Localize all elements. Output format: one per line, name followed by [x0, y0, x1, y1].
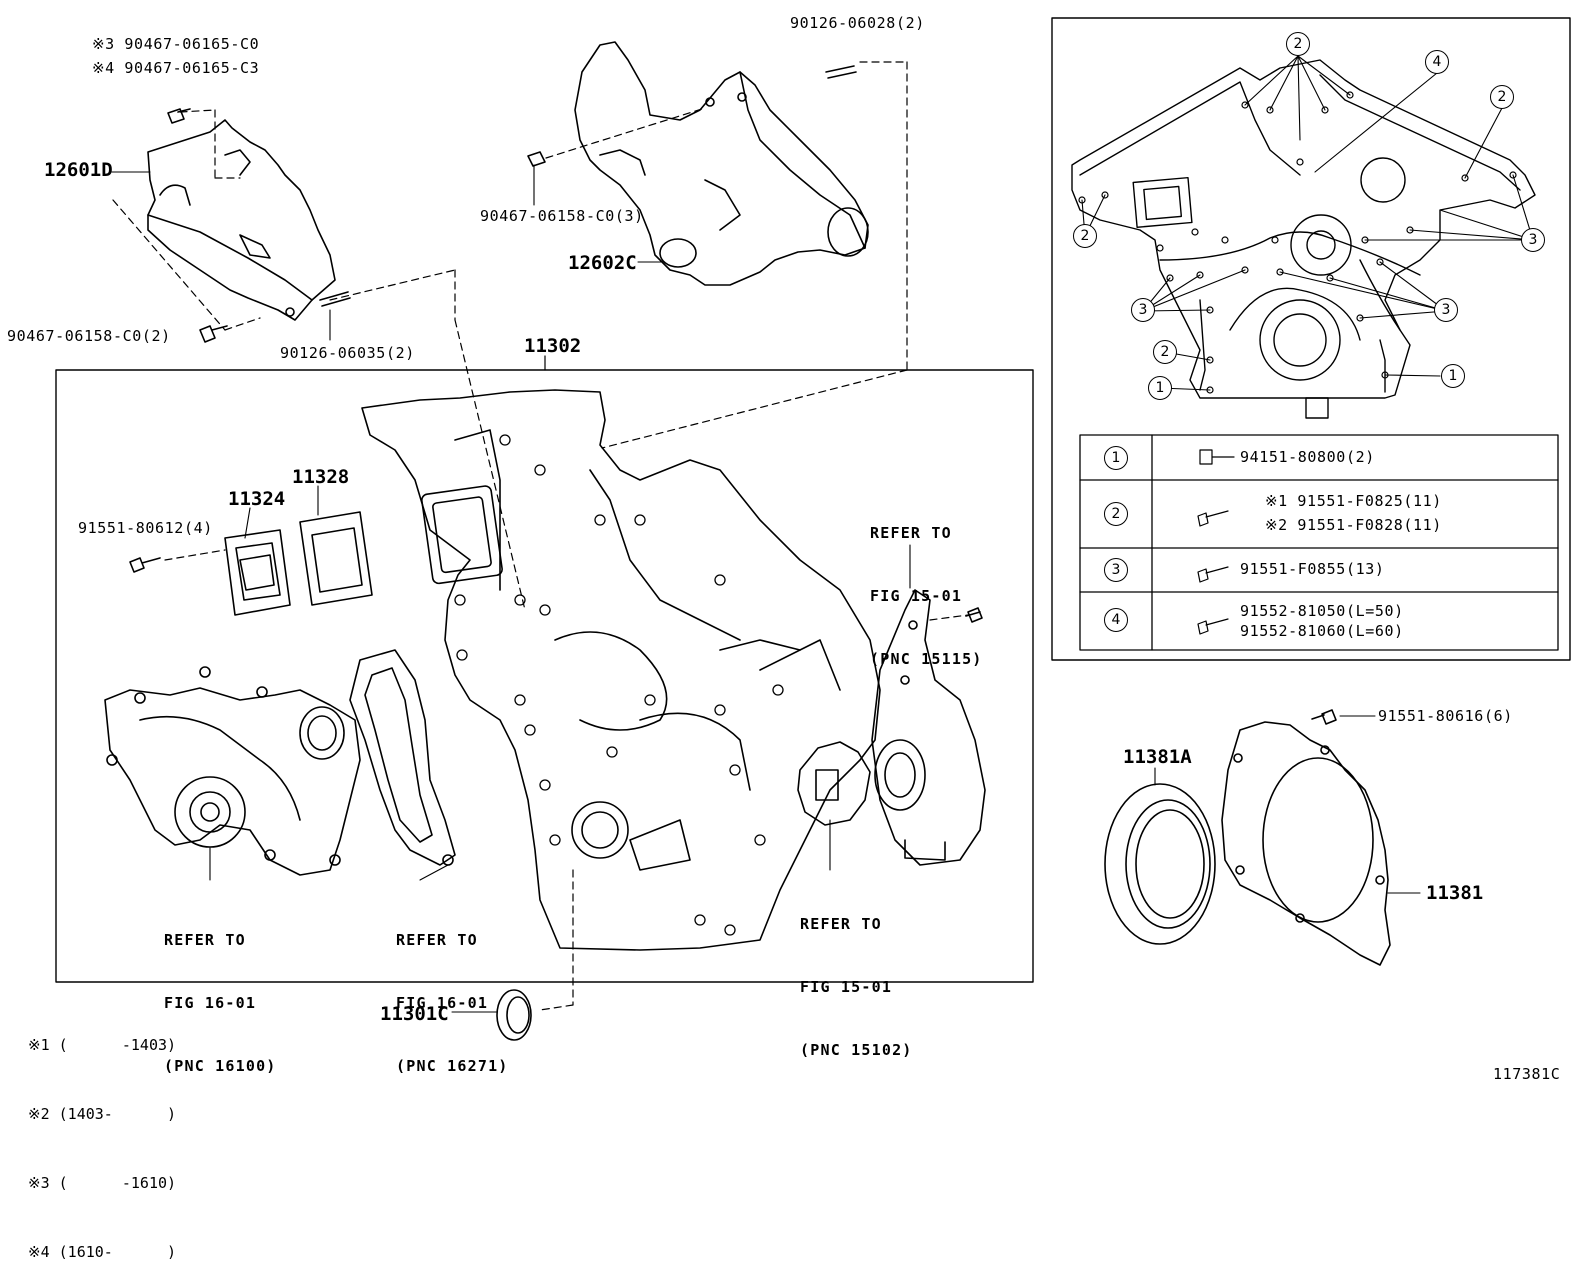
part-90126-06035: 90126-06035(2)	[280, 344, 415, 362]
figure-id: 117381C	[1493, 1065, 1561, 1083]
seal-11301C	[496, 989, 532, 1041]
footnote-3: ※3 ( -1610)	[28, 1174, 177, 1192]
callout-circle: 3	[1521, 228, 1545, 252]
bracket-12601D	[147, 119, 336, 321]
inset-engine-outline	[1071, 59, 1536, 419]
gasket-11328	[299, 511, 373, 606]
part-11381A: 11381A	[1123, 746, 1192, 768]
refer-block-16271: REFER TO FIG 16-01 (PNC 16271)	[396, 888, 509, 1098]
part-90126-06028: 90126-06028(2)	[790, 14, 925, 32]
callout-circle: 1	[1441, 364, 1465, 388]
callout-circle: 4	[1425, 50, 1449, 74]
timing-cover-11302	[361, 389, 881, 951]
table-bolt-1: 94151-80800(2)	[1240, 448, 1375, 466]
table-num-2: 2	[1104, 502, 1128, 526]
table-bolt-4a: 91552-81050(L=50)	[1240, 602, 1404, 620]
refer-block-16100: REFER TO FIG 16-01 (PNC 16100)	[164, 888, 277, 1098]
part-11301C: 11301C	[380, 1003, 449, 1025]
callout-circle: 1	[1148, 376, 1172, 400]
part-11302: 11302	[524, 335, 582, 357]
callout-circle: 3	[1131, 298, 1155, 322]
part-12601D: 12601D	[44, 159, 113, 181]
date-footnotes: ※1 ( -1403) ※2 (1403- ) ※3 ( -1610) ※4 (…	[28, 988, 176, 1287]
refer-line: REFER TO	[164, 931, 246, 949]
water-pump	[104, 666, 361, 876]
part-90467-06158-3: 90467-06158-C0(3)	[480, 207, 644, 225]
refer-fig: FIG 16-01	[164, 994, 257, 1012]
callout-circle: 2	[1073, 224, 1097, 248]
refer-pnc: (PNC 16100)	[164, 1057, 277, 1075]
refer-pnc: (PNC 16271)	[396, 1057, 509, 1075]
table-num-3: 3	[1104, 558, 1128, 582]
parts-diagram	[55, 17, 1571, 1041]
callout-circle: 2	[1490, 85, 1514, 109]
seal-11381A	[1104, 783, 1216, 945]
refer-pnc: (PNC 15102)	[800, 1041, 913, 1059]
footnote-4: ※4 (1610- )	[28, 1243, 177, 1261]
note-star3-part: ※3 90467-06165-C0	[92, 35, 260, 53]
bolt-icons	[129, 65, 1337, 725]
part-91551-80612: 91551-80612(4)	[78, 519, 213, 537]
retainer-11381	[1221, 721, 1391, 966]
refer-pnc: (PNC 15115)	[870, 650, 983, 668]
refer-block-15102: REFER TO FIG 15-01 (PNC 15102)	[800, 872, 913, 1082]
oil-pump	[797, 589, 986, 866]
footnote-2: ※2 (1403- )	[28, 1105, 177, 1123]
table-bolt-2b: ※2 91551-F0828(11)	[1265, 516, 1442, 534]
callout-circle: 3	[1434, 298, 1458, 322]
table-bolt-3: 91551-F0855(13)	[1240, 560, 1385, 578]
part-11324: 11324	[228, 488, 286, 510]
refer-block-15115: REFER TO FIG 15-01 (PNC 15115)	[870, 481, 983, 691]
part-91551-80616: 91551-80616(6)	[1378, 707, 1513, 725]
inset-leaders	[1081, 55, 1534, 391]
refer-fig: FIG 15-01	[870, 587, 963, 605]
bolt-table	[1079, 434, 1559, 651]
gasket-11324	[224, 529, 291, 616]
refer-line: REFER TO	[800, 915, 882, 933]
table-num-1: 1	[1104, 446, 1128, 470]
table-bolt-icons	[1197, 449, 1235, 635]
footnote-1: ※1 ( -1403)	[28, 1036, 177, 1054]
refer-line: REFER TO	[870, 524, 952, 542]
part-11328: 11328	[292, 466, 350, 488]
table-bolt-4b: 91552-81060(L=60)	[1240, 622, 1404, 640]
cover-12602C	[574, 41, 869, 286]
part-12602C: 12602C	[568, 252, 637, 274]
callout-circle: 2	[1153, 340, 1177, 364]
refer-fig: FIG 15-01	[800, 978, 893, 996]
callout-circle: 2	[1286, 32, 1310, 56]
diagram-drawing	[55, 17, 1571, 1041]
bolt-layout-frame	[1051, 17, 1571, 661]
table-bolt-2a: ※1 91551-F0825(11)	[1265, 492, 1442, 510]
refer-fig: FIG 16-01	[396, 994, 489, 1012]
refer-line: REFER TO	[396, 931, 478, 949]
table-num-4: 4	[1104, 608, 1128, 632]
water-pump-gasket	[349, 649, 456, 866]
note-star4-part: ※4 90467-06165-C3	[92, 59, 260, 77]
part-11381: 11381	[1426, 882, 1484, 904]
part-90467-06158-2: 90467-06158-C0(2)	[7, 327, 171, 345]
